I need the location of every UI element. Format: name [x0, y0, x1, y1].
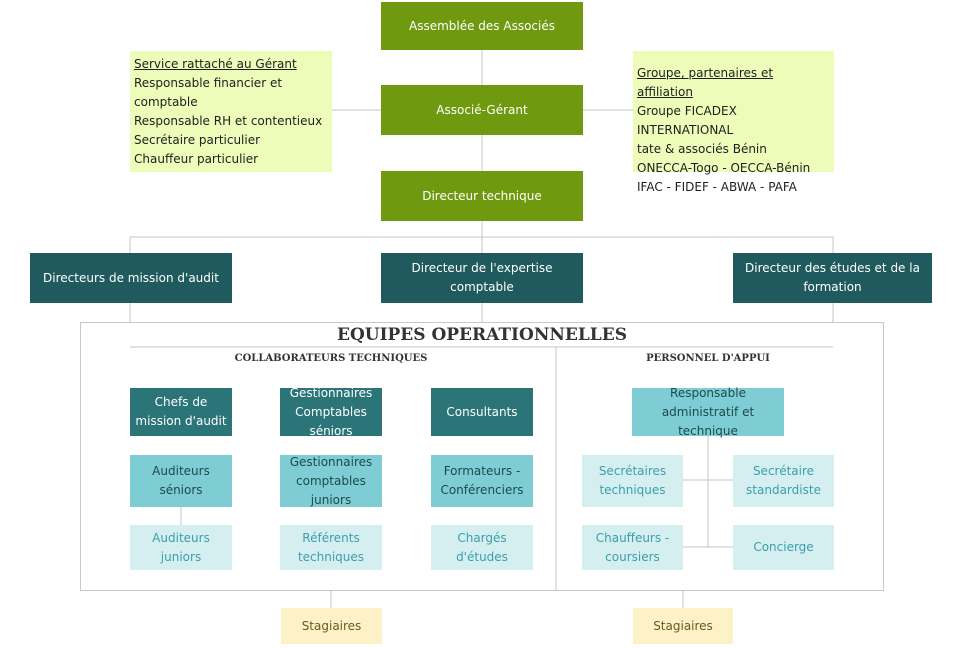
support-staff-title: PERSONNEL D'APPUI [646, 353, 770, 364]
senior-accountants-box: Gestionnaires Comptables séniors [280, 386, 382, 438]
manager-services-note: Service rattaché au Gérant Responsable f… [130, 51, 332, 172]
note-line: Groupe FICADEX INTERNATIONAL [637, 104, 737, 137]
note-line: Secrétaire particulier [134, 133, 261, 147]
note-line: IFAC - FIDEF - ABWA - PAFA [637, 180, 797, 194]
operational-teams-title: EQUIPES OPERATIONNELLES [336, 325, 627, 345]
partners-note: Groupe, partenaires et affiliation Group… [633, 51, 834, 194]
operational-teams-frame [80, 322, 884, 591]
switchboard-secretary-box: Secrétaire standardiste [733, 455, 834, 507]
trainers-box: Formateurs - Conférenciers [431, 455, 533, 507]
interns-right-box: Stagiaires [633, 608, 733, 644]
junior-auditors-box: Auditeurs juniors [130, 525, 232, 570]
note-line: Responsable RH et contentieux [134, 114, 323, 128]
junior-accountants-box: Gestionnaires comptables juniors [280, 455, 382, 507]
technical-staff-title: COLLABORATEURS TECHNIQUES [234, 353, 428, 364]
technical-secretaries-box: Secrétaires techniques [582, 455, 683, 507]
manager-services-heading: Service rattaché au Gérant [134, 57, 297, 71]
note-line: ONECCA-Togo - OECCA-Bénin [637, 161, 811, 175]
note-line: Chauffeur particulier [134, 152, 259, 166]
note-line: comptable [134, 95, 198, 109]
managing-partner-box: Associé-Gérant [381, 85, 583, 135]
senior-auditors-box: Auditeurs séniors [130, 455, 232, 507]
audit-directors-box: Directeurs de mission d'audit [30, 253, 232, 303]
concierge-box: Concierge [733, 525, 834, 570]
assembly-box: Assemblée des Associés [381, 2, 583, 50]
technical-director-box: Directeur technique [381, 171, 583, 221]
expertise-director-box: Directeur de l'expertise comptable [381, 253, 583, 303]
research-officers-box: Chargés d'études [431, 525, 533, 570]
admin-technical-manager-box: Responsable administratif et technique [632, 386, 784, 438]
consultants-box: Consultants [431, 388, 533, 436]
partners-heading: Groupe, partenaires et affiliation [637, 66, 774, 99]
drivers-couriers-box: Chauffeurs - coursiers [582, 525, 683, 570]
audit-mission-heads-box: Chefs de mission d'audit [130, 388, 232, 436]
interns-left-box: Stagiaires [281, 608, 382, 644]
training-director-box: Directeur des études et de la formation [733, 253, 932, 303]
note-line: Responsable financier et [134, 76, 283, 90]
technical-referents-box: Référents techniques [280, 525, 382, 570]
note-line: tate & associés Bénin [637, 142, 767, 156]
